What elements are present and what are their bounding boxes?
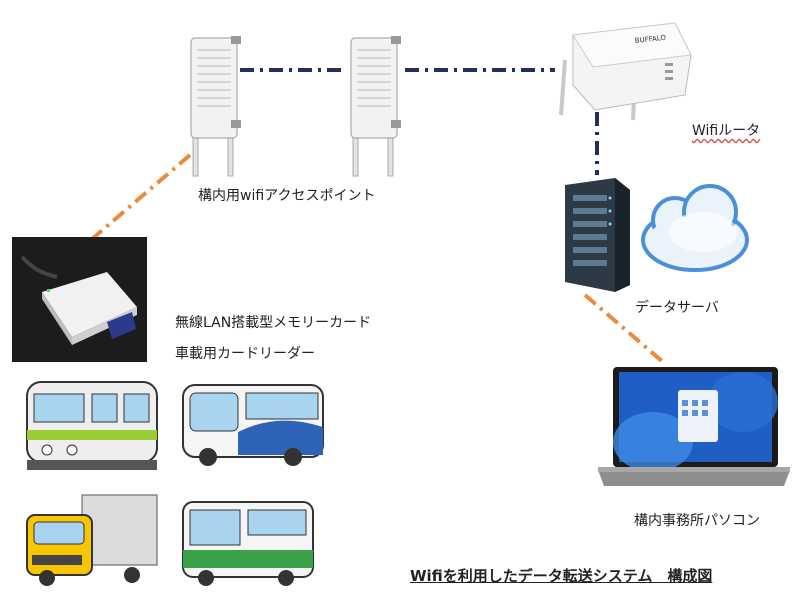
router-icon: BUFFALO: [559, 22, 692, 121]
truck-icon: [26, 494, 158, 586]
reader-label: 車載用カードリーダー: [175, 346, 315, 362]
server-label: データサーバ: [635, 300, 719, 316]
bus-icon: [182, 384, 324, 466]
svg-text:BUFFALO: BUFFALO: [634, 34, 666, 45]
diagram-title: Wifiを利用したデータ転送システム 構成図: [410, 567, 713, 585]
reader-to-ap-link: [83, 153, 192, 247]
card-reader-icon: [12, 237, 147, 362]
access-point-label: 構内用wifiアクセスポイント: [198, 188, 376, 204]
server-to-pc-link: [583, 293, 665, 364]
access-point-icon: [190, 36, 241, 177]
server-icon: [565, 178, 749, 292]
card-label: 無線LAN搭載型メモリーカード: [175, 315, 372, 331]
cloud-icon: [641, 184, 749, 272]
train-icon: [26, 381, 158, 470]
pc-label: 構内事務所パソコン: [634, 513, 760, 529]
green-bus-icon: [182, 501, 314, 586]
laptop-icon: [598, 367, 790, 486]
router-label: Wifiルータ: [692, 123, 761, 139]
access-point-icon: [350, 36, 401, 177]
